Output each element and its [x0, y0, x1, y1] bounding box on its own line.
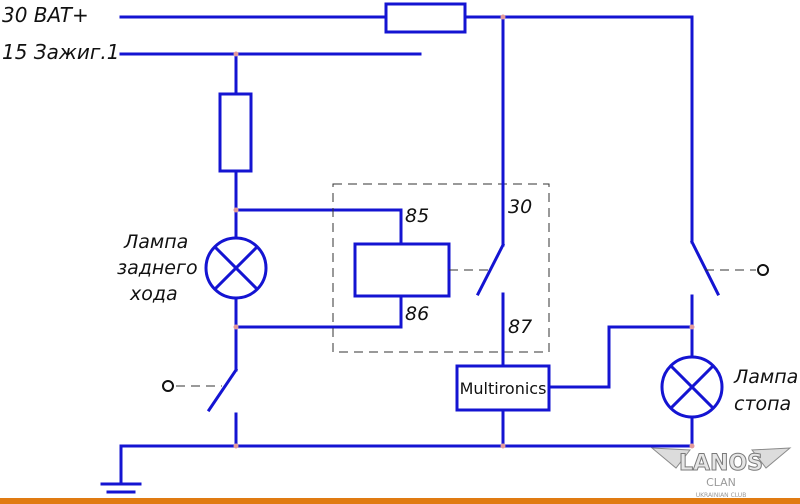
svg-text:LANOS: LANOS: [679, 451, 763, 476]
ground-icon: [100, 482, 142, 494]
bottom-band: [0, 498, 800, 504]
reverse-lamp-icon: [204, 236, 268, 300]
stop-lamp-label: Лампа стопа: [733, 366, 800, 415]
relay-frame: [332, 183, 550, 353]
multironics-module: [455, 364, 551, 412]
pin-87-label: 87: [508, 316, 532, 338]
pin-30-label: 30: [508, 196, 532, 218]
relay-switch-blade: [475, 242, 506, 297]
pin-86-label: 86: [405, 303, 429, 325]
battery-rail-label: 30 BAT+: [2, 3, 89, 27]
reverse-switch-blade: [206, 367, 239, 413]
reverse-switch-terminal: [162, 380, 174, 392]
ignition-rail-label: 15 Зажиг.1: [2, 40, 120, 64]
pin-85-label: 85: [405, 205, 429, 227]
stop-switch-terminal: [757, 264, 769, 276]
multironics-label: Multironics: [460, 379, 547, 398]
junction-nodes: [233, 14, 695, 449]
lanos-clan-logo: LANOS CLAN UKRAINIAN CLUB: [650, 447, 792, 499]
relay-coil: [353, 242, 451, 298]
reverse-lamp-label: Лампа заднего хода: [117, 231, 204, 305]
main-fuse: [384, 2, 467, 34]
reverse-fuse: [218, 92, 253, 173]
svg-text:CLAN: CLAN: [706, 476, 736, 489]
svg-text:UKRAINIAN CLUB: UKRAINIAN CLUB: [696, 492, 747, 499]
stop-lamp-icon: [660, 355, 724, 419]
stop-switch-blade: [689, 239, 721, 297]
